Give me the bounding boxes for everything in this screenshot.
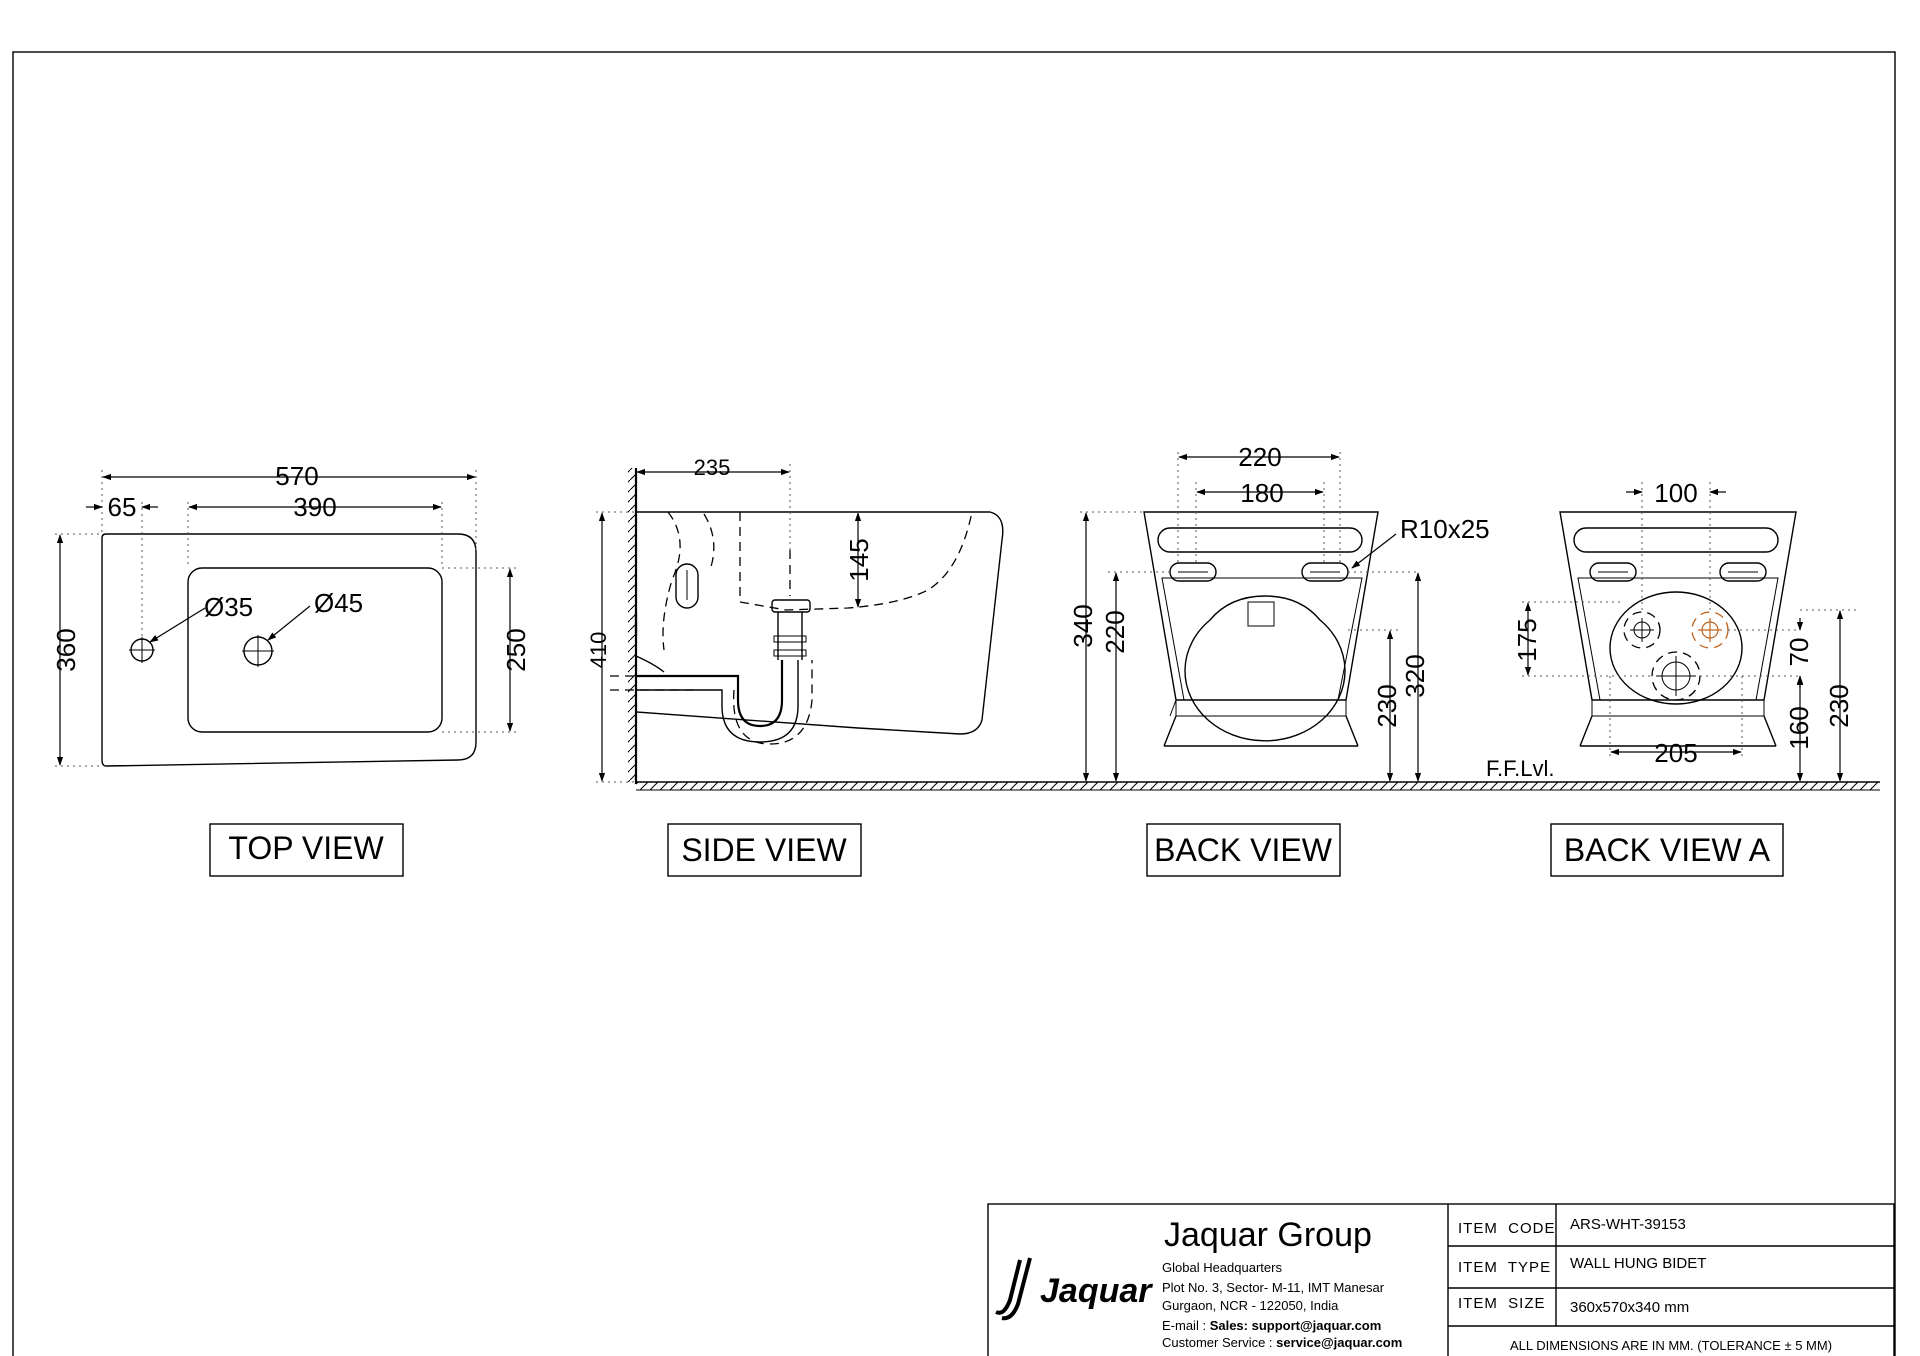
dim-320: 320: [1400, 654, 1430, 697]
dim-570: 570: [275, 461, 318, 491]
dim-220-width: 220: [1238, 442, 1281, 472]
side-body: [635, 511, 1004, 735]
address-line-3: Gurgaon, NCR - 122050, India: [1162, 1298, 1339, 1313]
top-view-label: TOP VIEW: [228, 830, 384, 866]
dim-250: 250: [501, 628, 531, 671]
dim-145: 145: [844, 538, 874, 581]
back-a-connection-plate: [1609, 591, 1743, 705]
brand-logo-text: Jaquar: [1040, 1272, 1153, 1310]
dim-175: 175: [1512, 618, 1542, 661]
email-label: E-mail :: [1162, 1318, 1206, 1333]
trap-pipe: [636, 660, 784, 728]
side-view: 235 410 145 SIDE VIEW: [586, 455, 1004, 877]
item-size-label: ITEM SIZE: [1458, 1295, 1546, 1312]
tolerance-note: ALL DIMENSIONS ARE IN MM. (TOLERANCE ± 5…: [1510, 1338, 1832, 1353]
item-type-label: ITEM TYPE: [1458, 1259, 1551, 1276]
dim-340: 340: [1068, 604, 1098, 647]
top-view: 570 65 390 360 250 Ø35 Ø45 TOP VIEW: [51, 461, 531, 877]
back-view-label-box: [1146, 823, 1341, 877]
back-a-top-band: [1573, 527, 1779, 553]
dim-220-height: 220: [1100, 610, 1130, 653]
email-value: Sales: support@jaquar.com: [1210, 1318, 1382, 1333]
email-line: E-mail : Sales: support@jaquar.com: [1162, 1318, 1381, 1333]
item-size-value: 360x570x340 mm: [1570, 1299, 1689, 1316]
dim-360: 360: [51, 628, 81, 671]
side-view-label: SIDE VIEW: [681, 832, 847, 868]
dim-160: 160: [1784, 706, 1814, 749]
back-a-slot-left-icon: [1589, 562, 1637, 582]
side-slot-icon: [675, 563, 699, 609]
dim-180: 180: [1240, 478, 1283, 508]
dim-390: 390: [293, 492, 336, 522]
floor-level-label: F.F.Lvl.: [1486, 756, 1554, 781]
item-type-value: WALL HUNG BIDET: [1570, 1255, 1706, 1272]
item-code-value: ARS-WHT-39153: [1570, 1216, 1686, 1233]
back-top-band: [1157, 527, 1363, 553]
back-a-inlet-left-icon: [1623, 611, 1661, 649]
top-outline: [101, 533, 477, 767]
dim-100: 100: [1654, 478, 1697, 508]
dim-hole-35: Ø35: [204, 592, 253, 622]
dim-410: 410: [586, 632, 611, 669]
back-view-a: 100 175 70 205 160 230 F.F.Lvl. BACK VIE…: [1486, 478, 1860, 877]
back-view: 220 180 R10x25 340 220 230 320 BACK VIEW: [1068, 442, 1490, 877]
title-block: Jaquar Jaquar Group Global Headquarters …: [987, 1203, 1895, 1356]
service-label: Customer Service :: [1162, 1335, 1273, 1350]
dim-hole-45: Ø45: [314, 588, 363, 618]
back-view-label: BACK VIEW: [1154, 832, 1333, 868]
dim-205: 205: [1654, 738, 1697, 768]
service-value: service@jaquar.com: [1276, 1335, 1402, 1350]
dim-230-a: 230: [1824, 684, 1854, 727]
dim-230: 230: [1372, 684, 1402, 727]
company-name: Jaquar Group: [1164, 1216, 1372, 1254]
side-view-label-box: [667, 823, 862, 877]
back-view-a-label: BACK VIEW A: [1564, 832, 1771, 868]
back-outlet-icon: [1184, 595, 1346, 742]
address-line-2: Plot No. 3, Sector- M-11, IMT Manesar: [1162, 1280, 1385, 1295]
item-code-label: ITEM CODE: [1458, 1220, 1556, 1237]
back-a-slot-right-icon: [1719, 562, 1767, 582]
top-view-label-box: [209, 823, 404, 877]
floor-line: [636, 781, 1880, 791]
dim-235: 235: [694, 455, 731, 480]
dim-r10x25: R10x25: [1400, 514, 1490, 544]
jaquar-j-logo: [995, 1257, 1032, 1321]
top-basin: [187, 567, 443, 733]
dim-70: 70: [1784, 638, 1814, 667]
back-view-a-label-box: [1550, 823, 1784, 877]
bowl-hidden-line: [739, 511, 973, 611]
service-line: Customer Service : service@jaquar.com: [1162, 1335, 1402, 1350]
address-line-1: Global Headquarters: [1162, 1260, 1282, 1275]
dim-65: 65: [108, 492, 137, 522]
sheet-border: [12, 51, 1896, 1356]
